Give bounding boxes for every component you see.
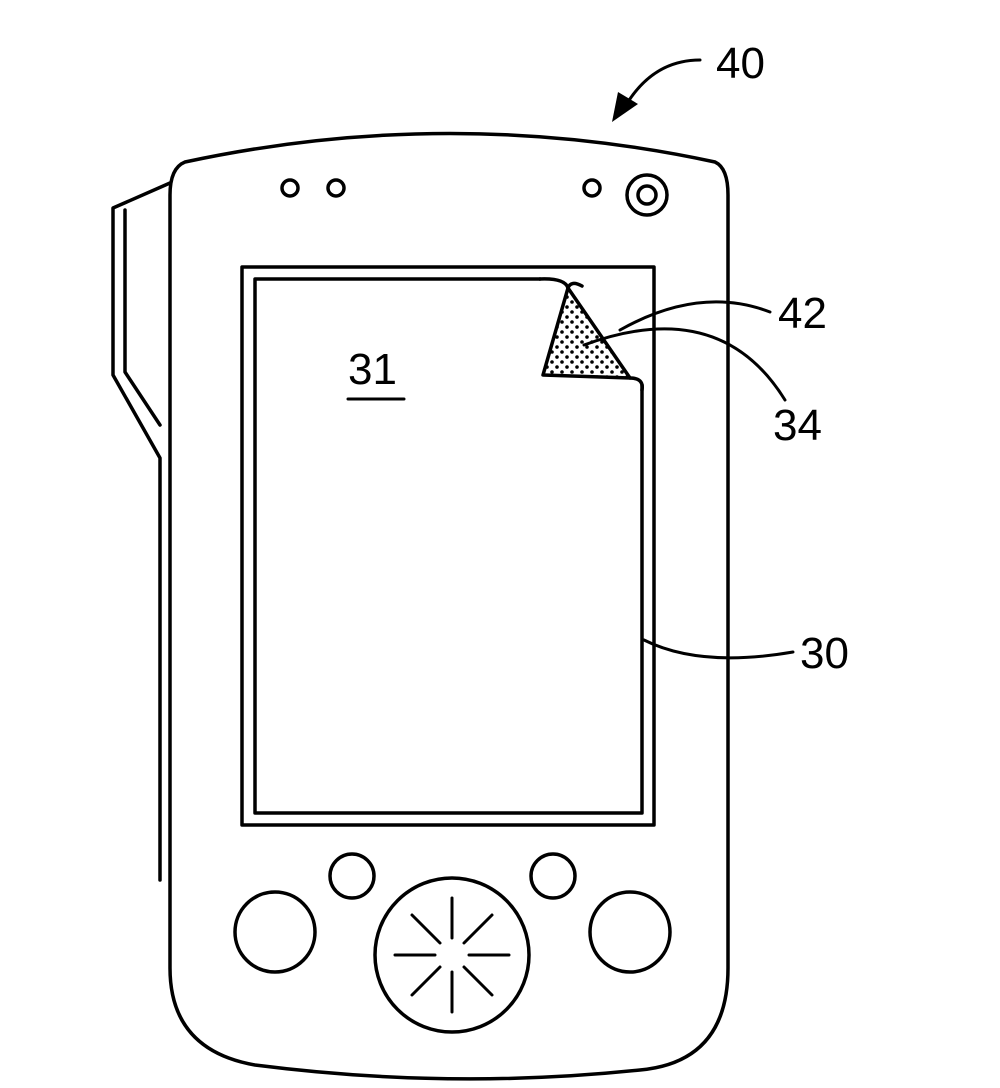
label-40: 40 bbox=[716, 39, 765, 88]
navigation-pad-icon bbox=[373, 876, 531, 1034]
leader-30 bbox=[642, 638, 795, 660]
hardware-buttons bbox=[233, 852, 672, 1034]
peel-curl bbox=[628, 376, 644, 392]
label-30: 30 bbox=[800, 629, 849, 678]
large-button-right bbox=[588, 890, 672, 974]
indicator-light-3 bbox=[582, 178, 602, 198]
navigation-pad-rays bbox=[393, 896, 511, 1014]
camera-inner bbox=[636, 184, 658, 206]
leader-42 bbox=[618, 300, 772, 332]
small-button-right bbox=[529, 852, 577, 900]
side-clip bbox=[111, 181, 172, 882]
arrow-head bbox=[612, 92, 638, 122]
camera-outer bbox=[625, 173, 669, 217]
label-42: 42 bbox=[778, 289, 827, 338]
screen-bezel bbox=[240, 265, 656, 827]
large-button-left bbox=[233, 890, 317, 974]
top-indicators bbox=[280, 173, 669, 217]
adhesive-layer bbox=[541, 286, 632, 380]
peel-back-curl bbox=[566, 281, 584, 290]
leader-34 bbox=[582, 327, 787, 402]
protective-film bbox=[253, 277, 644, 815]
small-button-left bbox=[328, 852, 376, 900]
indicator-light-2 bbox=[326, 178, 346, 198]
indicator-light-1 bbox=[280, 178, 300, 198]
label-31: 31 bbox=[348, 345, 397, 394]
label-34: 34 bbox=[773, 401, 822, 450]
